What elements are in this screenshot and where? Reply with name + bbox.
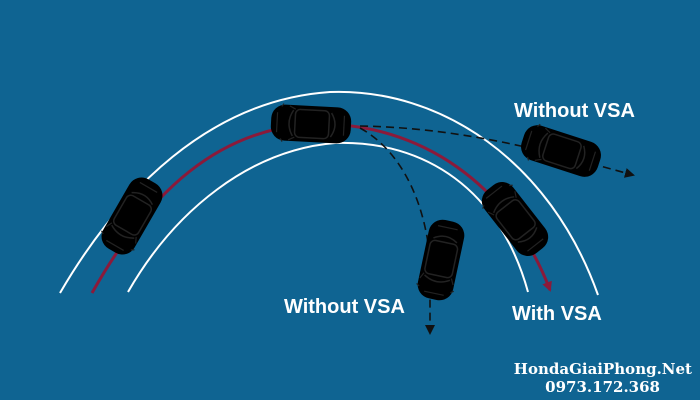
car-without-vsa-top <box>516 119 606 183</box>
car-with-vsa <box>474 175 556 263</box>
with-vsa-path <box>90 122 552 294</box>
label-without-vsa-top: Without VSA <box>514 100 635 122</box>
without-vsa-path-oversteer <box>359 125 635 178</box>
car-without-vsa-bottom <box>413 216 469 304</box>
watermark-site: HondaGiaiPhong.Net <box>513 360 692 378</box>
road-inner-edge <box>127 141 529 293</box>
label-with-vsa: With VSA <box>512 303 602 325</box>
car-top-of-curve <box>269 102 353 146</box>
label-without-vsa-bottom: Without VSA <box>284 296 405 318</box>
watermark-phone: 0973.172.368 <box>545 378 660 396</box>
